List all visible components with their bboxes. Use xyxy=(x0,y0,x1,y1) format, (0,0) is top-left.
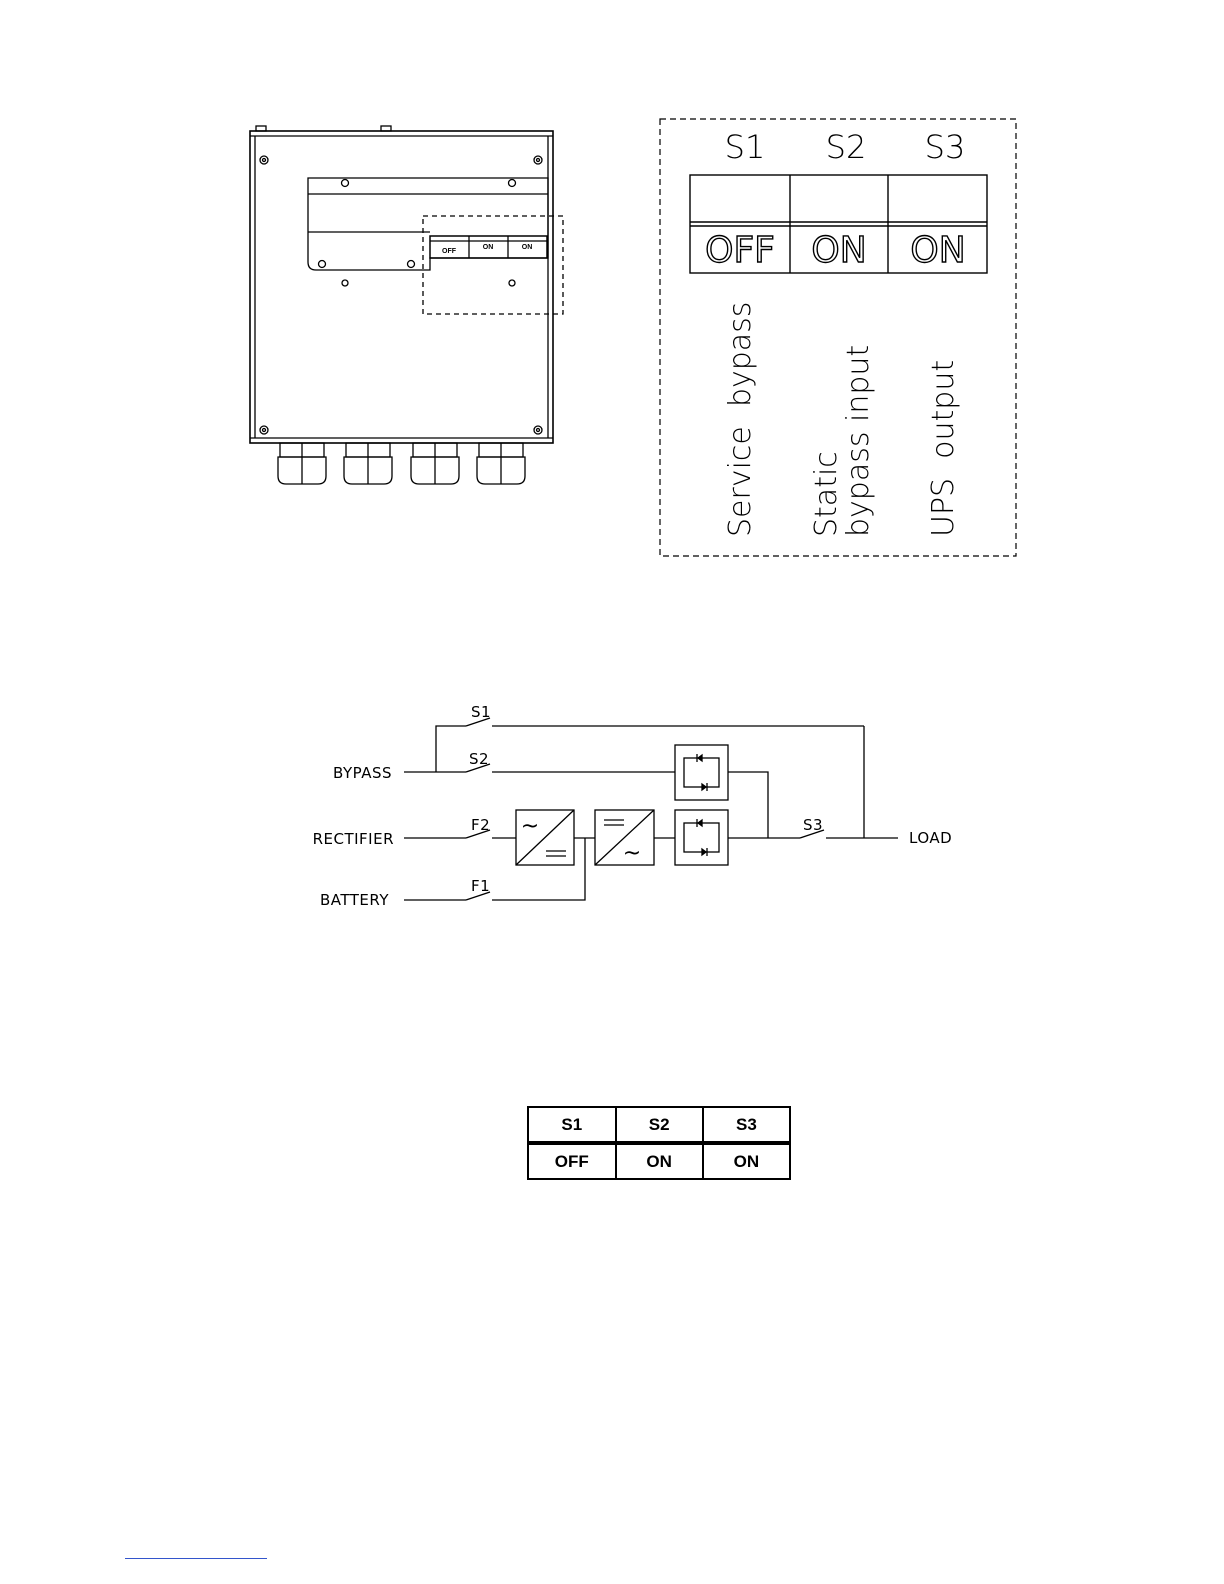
breaker-cover-plate xyxy=(308,178,548,270)
label-load: LOAD xyxy=(909,829,952,847)
cable-gland xyxy=(477,443,525,484)
state-table-value-s1: OFF xyxy=(528,1143,616,1179)
label-switch-s2: S2 xyxy=(469,750,489,768)
detail-switch-state-s2: ON xyxy=(811,230,866,271)
cabinet-screw xyxy=(534,156,542,164)
detail-switch-id-s1: S1 xyxy=(725,128,766,166)
label-fuse-f1: F1 xyxy=(471,877,490,895)
cabinet-switch-label-s3: ON xyxy=(522,244,533,251)
cable-gland xyxy=(278,443,326,484)
label-switch-s3: S3 xyxy=(803,816,823,834)
state-table-header-s1: S1 xyxy=(528,1107,616,1143)
label-rectifier: RECTIFIER xyxy=(313,830,394,848)
detail-switch-label-s1: Service bypass xyxy=(723,302,758,537)
label-battery: BATTERY xyxy=(320,891,389,909)
detail-switch-id-s2: S2 xyxy=(826,128,867,166)
detail-switch-state-s1: OFF xyxy=(705,230,775,271)
cabinet-switch-label-s2: ON xyxy=(483,244,494,251)
detail-switch-label-s2-line1: Static xyxy=(809,451,844,537)
cabinet-switch-labels: OFF ON ON xyxy=(442,244,532,255)
state-table-header-s3: S3 xyxy=(703,1107,790,1143)
cable-gland xyxy=(411,443,459,484)
detail-switch-state-s3: ON xyxy=(910,230,965,271)
cover-screw xyxy=(319,261,326,268)
detail-switch-label-s3: UPS output xyxy=(926,360,961,537)
cabinet-front-view xyxy=(250,126,563,484)
state-table-value-s2: ON xyxy=(616,1143,703,1179)
state-table-value-s3: ON xyxy=(703,1143,790,1179)
label-bypass: BYPASS xyxy=(333,764,392,782)
static-switch-inverter xyxy=(675,810,728,865)
cabinet-switch-label-s1: OFF xyxy=(442,248,457,255)
detail-switch-id-s3: S3 xyxy=(925,128,966,166)
detail-switch-label-s2-line2: bypass input xyxy=(841,345,876,537)
switch-state-table: S1 S2 S3 OFF ON ON xyxy=(527,1106,791,1180)
state-table-header-s2: S2 xyxy=(616,1107,703,1143)
cover-screw xyxy=(342,180,349,187)
label-fuse-f2: F2 xyxy=(471,816,490,834)
schematic-wiring xyxy=(404,718,898,900)
cover-screw xyxy=(509,180,516,187)
state-table-value-row: OFF ON ON xyxy=(528,1143,790,1179)
cabinet-screw xyxy=(260,426,268,434)
panel-screw xyxy=(509,280,515,286)
state-table-header-row: S1 S2 S3 xyxy=(528,1107,790,1143)
cable-gland xyxy=(344,443,392,484)
footnote-rule xyxy=(125,1558,267,1559)
switch-highlight-box xyxy=(423,216,563,314)
static-switch-bypass xyxy=(675,745,728,800)
cabinet-screw xyxy=(534,426,542,434)
panel-screw xyxy=(342,280,348,286)
ups-schematic: ~ ~ BYPASS RECTIFIER BATTERY LOAD S1 S2 … xyxy=(313,703,953,909)
label-switch-s1: S1 xyxy=(471,703,491,721)
cover-screw xyxy=(408,261,415,268)
inverter-ac-symbol: ~ xyxy=(623,841,641,866)
rectifier-ac-symbol: ~ xyxy=(521,814,539,839)
cabinet-screw xyxy=(260,156,268,164)
switch-detail-panel: S1 S2 S3 OFF ON ON Service bypass Static… xyxy=(660,119,1016,556)
